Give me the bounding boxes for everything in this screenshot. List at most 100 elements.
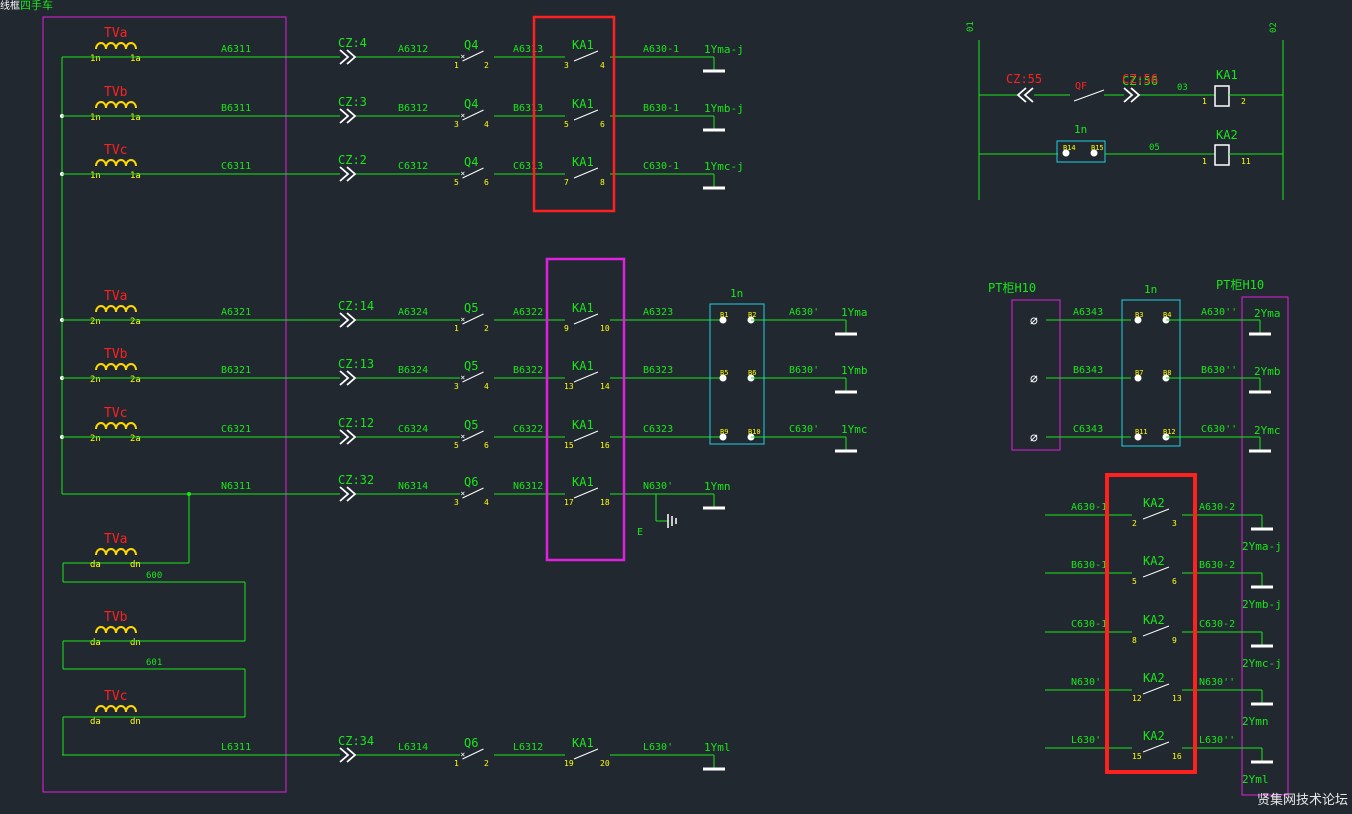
output-label: 2Yma: [1254, 307, 1281, 320]
output-label: 1Ymc-j: [704, 160, 744, 173]
wire-label: C630': [789, 424, 819, 435]
contact-pin: 3: [454, 498, 459, 507]
wire-label: C630-1: [643, 161, 679, 172]
wire-label: B630'': [1201, 365, 1237, 376]
contact-pin: 6: [484, 178, 489, 187]
pt-label: PT柜H10: [1216, 278, 1264, 292]
contact-blade: [1142, 625, 1170, 637]
contact-blade: [573, 109, 599, 121]
terminal-pin: [719, 433, 727, 441]
coil-terminal: 2n: [90, 434, 101, 444]
transformer-name: TVb: [104, 347, 128, 362]
contact-blade: [573, 487, 599, 499]
transformer-coil: [95, 422, 137, 430]
connector-label: CZ:34: [338, 734, 374, 748]
terminal-label: B11: [1135, 428, 1148, 436]
coil-terminal: 2a: [130, 375, 141, 385]
contact-blade: [462, 371, 484, 383]
terminal-block-1n-ctrl: [1056, 140, 1106, 163]
coil-terminal: 2n: [90, 317, 101, 327]
wire-label: B6321: [221, 365, 251, 376]
breaker-mark: ×: [460, 52, 465, 61]
contact-blade: [573, 430, 599, 442]
highlight-box-ka1-mid: [545, 257, 626, 562]
connector-label: CZ:2: [338, 153, 367, 167]
contact-pin: 16: [1172, 752, 1182, 761]
contact-pin: 12: [1132, 694, 1142, 703]
coil-pin: 11: [1241, 157, 1251, 166]
transformer-coil: [95, 305, 137, 313]
transformer-name: TVa: [104, 26, 127, 41]
terminal-label: B4: [1163, 311, 1171, 319]
transformer-name: TVa: [104, 532, 127, 547]
wire-label: C6322: [513, 424, 543, 435]
relay-label: KA1: [572, 736, 594, 750]
wire-label: B6323: [643, 365, 673, 376]
transformer-coil: [95, 159, 137, 167]
transformer-coil: [95, 101, 137, 109]
connector-label: CZ:32: [338, 473, 374, 487]
contact-pin: 7: [564, 178, 569, 187]
connector-label: CZ:55: [1006, 72, 1042, 86]
contact-pin: 13: [1172, 694, 1182, 703]
wire-label: 601: [146, 658, 162, 668]
wire-label: C6324: [398, 424, 428, 435]
terminal-label: B15: [1091, 144, 1104, 152]
coil-terminal: dn: [130, 638, 141, 648]
output-label: 2Yma-j: [1242, 540, 1282, 553]
breaker-mark: ×: [460, 432, 465, 441]
wire-label: A6322: [513, 307, 543, 318]
wire-label: L6314: [398, 742, 428, 753]
relay-label: KA2: [1143, 729, 1165, 743]
wire-label: B6313: [513, 103, 543, 114]
contact-blade: [462, 748, 484, 760]
plug-connector: [339, 429, 357, 445]
wire-label: 03: [1177, 83, 1188, 93]
contact-pin: 14: [600, 382, 610, 391]
terminal-pin: [1134, 374, 1142, 382]
output-label: 1Yma-j: [704, 43, 744, 56]
terminal-label: B14: [1063, 144, 1076, 152]
coil-terminal: da: [90, 638, 101, 648]
coil-terminal: da: [90, 717, 101, 727]
coil-terminal: 1a: [130, 113, 141, 123]
breaker-mark: ×: [460, 111, 465, 120]
relay-label: KA1: [572, 359, 594, 373]
connector-label: CZ:3: [338, 95, 367, 109]
contact-pin: 4: [600, 61, 605, 70]
transformer-panel: [42, 16, 287, 793]
relay-label: KA1: [572, 97, 594, 111]
relay-label: KA2: [1143, 554, 1165, 568]
contact-blade: [462, 487, 484, 499]
coil-terminal: dn: [130, 717, 141, 727]
wire-label: A6321: [221, 307, 251, 318]
connector-label: CZ:56: [1122, 74, 1158, 88]
relay-label: KA1: [572, 301, 594, 315]
window-header: 线框四手车: [0, 0, 53, 12]
terminal-pin: [1090, 149, 1098, 157]
relay-coil: [1214, 85, 1230, 107]
phase-symbol: ∅: [1030, 314, 1038, 329]
connector-label: CZ:12: [338, 416, 374, 430]
contact-pin: 1: [454, 61, 459, 70]
coil-terminal: 1n: [90, 171, 101, 181]
contact-pin: 9: [564, 324, 569, 333]
terminal-pin: [719, 316, 727, 324]
breaker-mark: ×: [460, 169, 465, 178]
terminal-block-label: 1n: [730, 287, 743, 300]
wire-label: C630'': [1201, 424, 1237, 435]
wire-label: B630-1: [1071, 560, 1107, 571]
wire-label: N6314: [398, 481, 428, 492]
wire-label: N630': [1071, 677, 1101, 688]
terminal-block-label: 1n: [1074, 123, 1087, 136]
wire-label: B630-2: [1199, 560, 1235, 571]
coil-terminal: 2a: [130, 317, 141, 327]
plug-connector: [1123, 87, 1141, 103]
coil-terminal: 1a: [130, 54, 141, 64]
output-label: 1Ymn: [704, 480, 731, 493]
terminal-label: B8: [1163, 369, 1171, 377]
wire-label: C6313: [513, 161, 543, 172]
wire-label: N630': [643, 481, 673, 492]
wire-label: A630'': [1201, 307, 1237, 318]
